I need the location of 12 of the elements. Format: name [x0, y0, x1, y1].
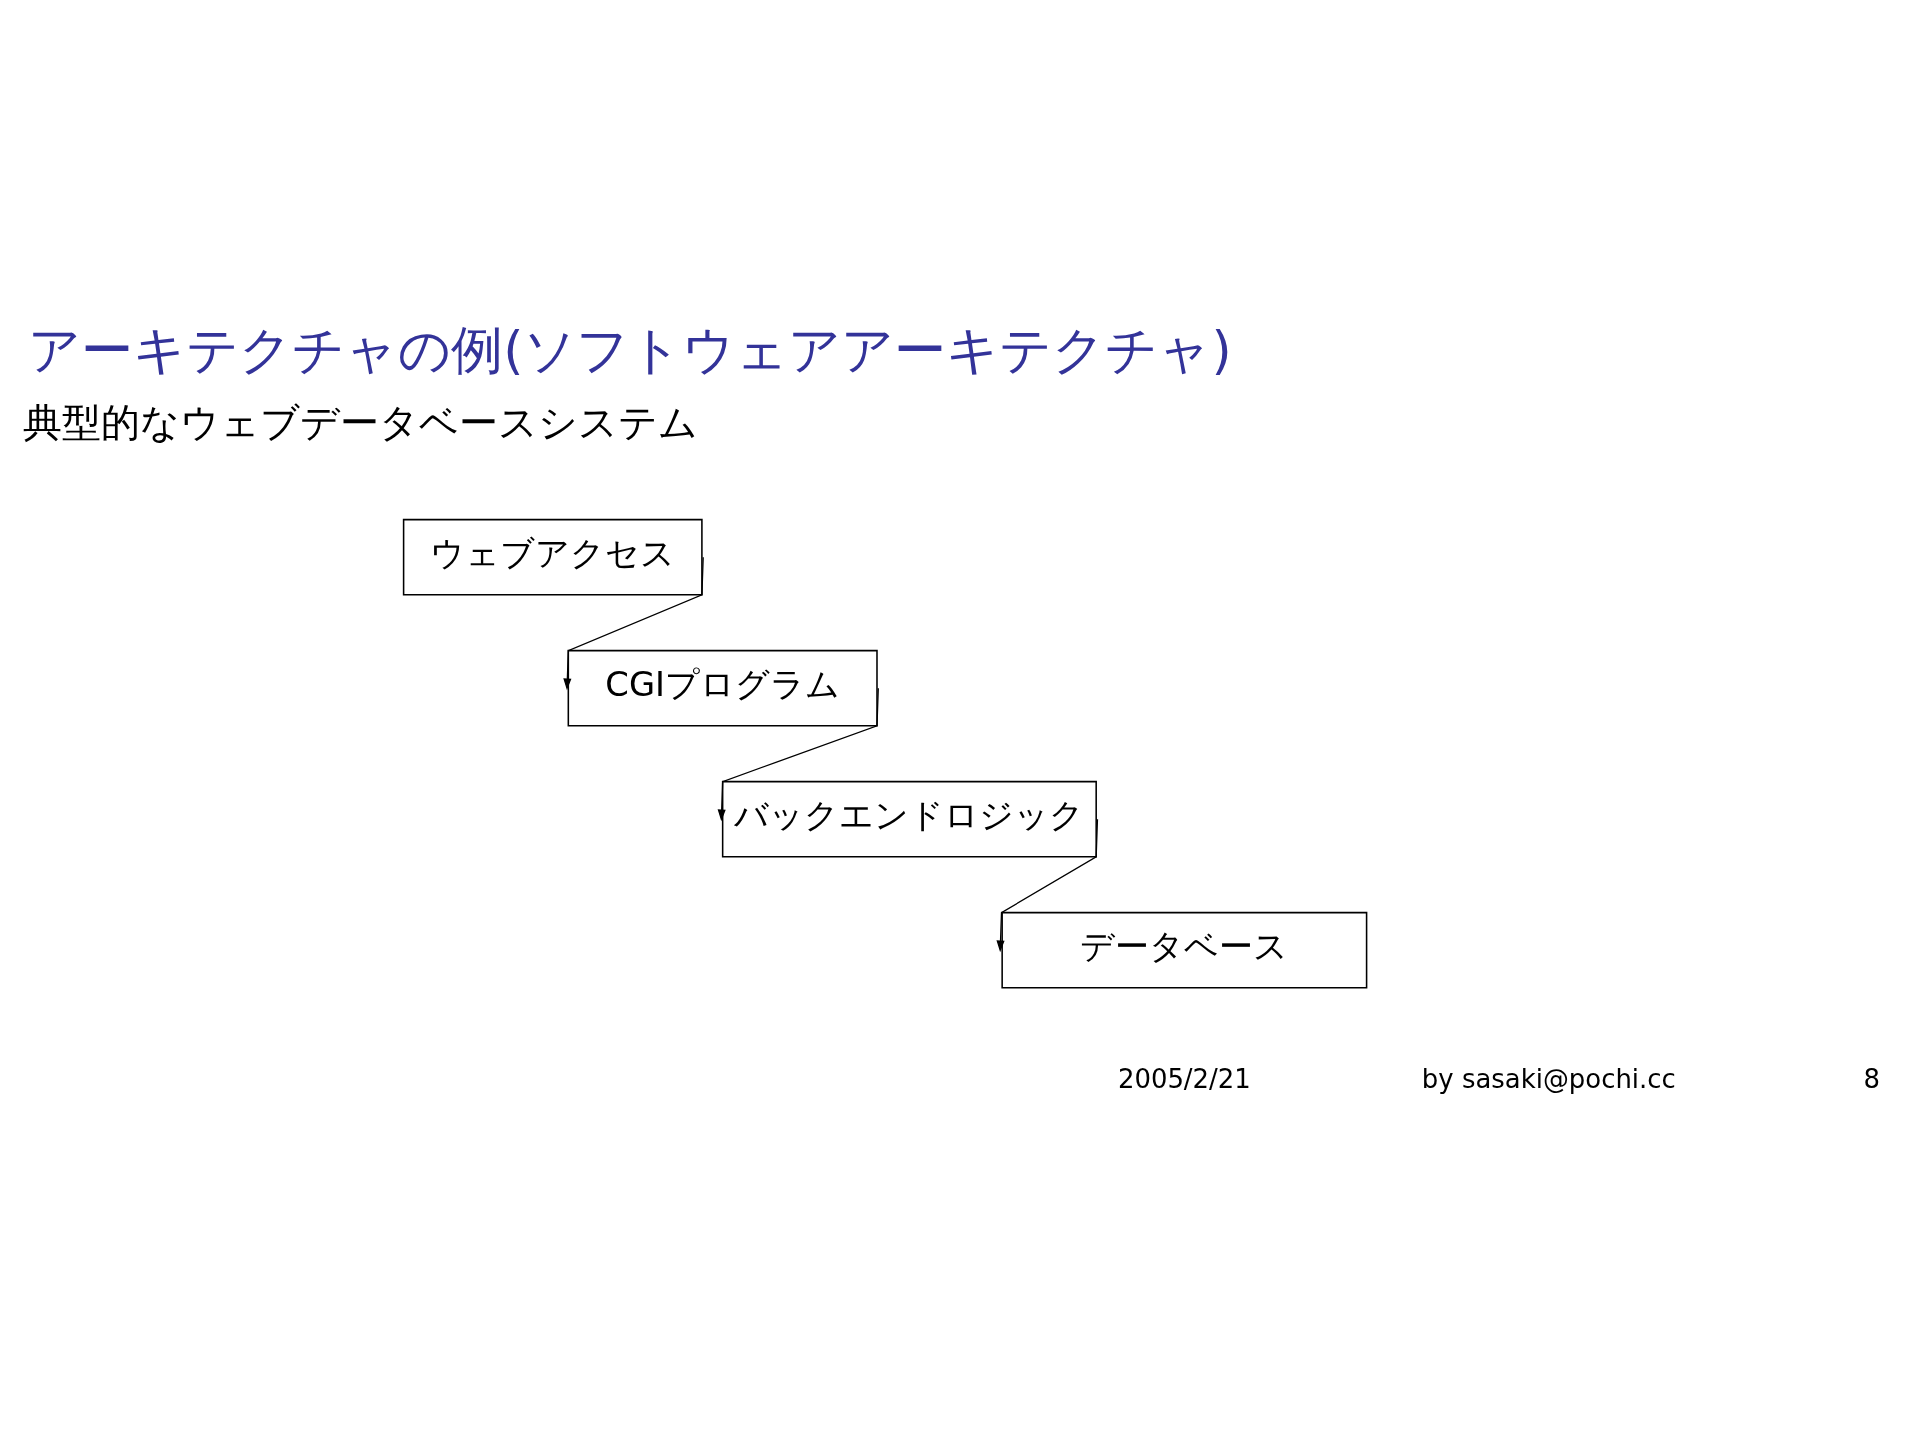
node-box: ウェブアクセス — [402, 518, 703, 596]
arrow — [996, 818, 1099, 953]
diagram-title: アーキテクチャの例(ソフトウェアアーキテクチャ) — [28, 319, 1232, 380]
node-box: バックエンドロジック — [721, 780, 1097, 858]
label: 典型的なウェブデータベースシステム — [23, 399, 699, 445]
node-box: データベース — [1001, 911, 1368, 989]
label: 8 — [1863, 1063, 1881, 1094]
arrow — [563, 556, 704, 691]
label: by sasaki@pochi.cc — [1421, 1063, 1676, 1094]
node-box: CGIプログラム — [567, 649, 878, 727]
label: 2005/2/21 — [1117, 1063, 1251, 1094]
arrow — [717, 687, 879, 822]
